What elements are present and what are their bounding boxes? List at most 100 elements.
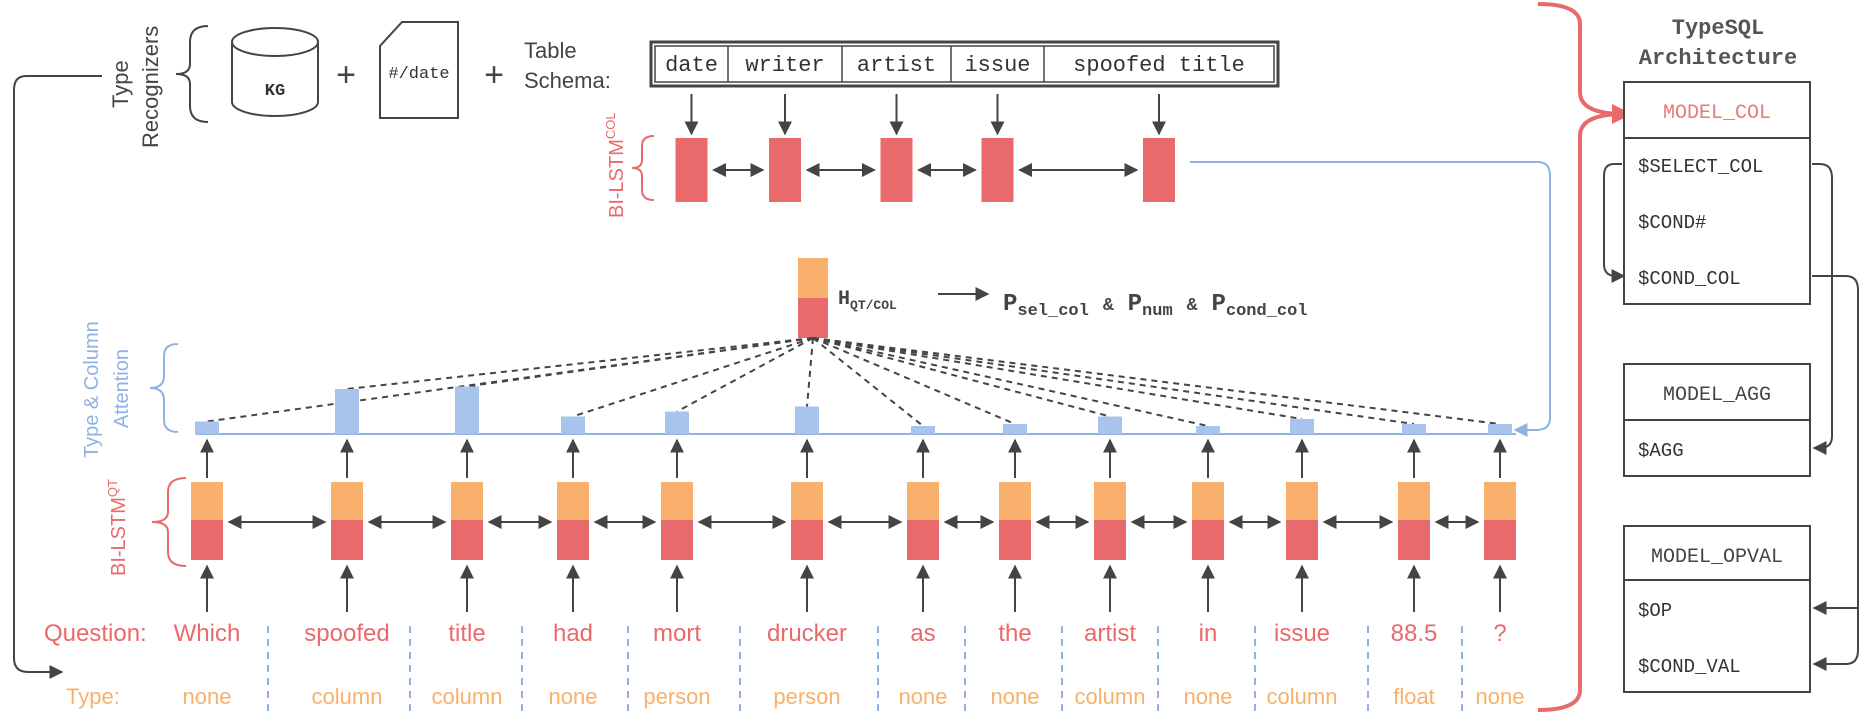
- p-num-sub: num: [1142, 302, 1173, 321]
- question-word: the: [998, 620, 1031, 647]
- bilstm-col-sup: COL: [603, 112, 618, 139]
- p-sel-col-base: P: [1003, 291, 1017, 318]
- model-agg-header: MODEL_AGG: [1663, 384, 1771, 407]
- question-word: drucker: [767, 620, 847, 647]
- question-word: spoofed: [304, 620, 389, 647]
- amp-2: &: [1187, 296, 1198, 316]
- architecture-title-line1: TypeSQL: [1672, 16, 1764, 41]
- token-type: column: [1075, 684, 1146, 709]
- model-col-box: MODEL_COL $SELECT_COL $COND# $COND_COL: [1623, 81, 1811, 305]
- bilstm-qt-cell-top: [1286, 482, 1318, 522]
- attention-bar: [1098, 416, 1122, 434]
- attention-dashed-line: [812, 337, 924, 427]
- bilstm-qt-cell-top: [331, 482, 363, 522]
- bilstm-col-cell: [675, 138, 708, 202]
- attention-bar: [1488, 424, 1512, 434]
- token-type: none: [549, 684, 598, 709]
- bilstm-qt-cell-top: [1192, 482, 1224, 522]
- bilstm-qt-cell-top: [907, 482, 939, 522]
- schema-table: [649, 40, 1280, 88]
- bilstm-qt-cell-bottom: [557, 520, 589, 560]
- question-label: Question:: [44, 620, 147, 647]
- model-col-header: MODEL_COL: [1663, 102, 1771, 125]
- model-opval-header: MODEL_OPVAL: [1651, 546, 1783, 569]
- question-word: Which: [174, 620, 241, 647]
- bilstm-col-base: BI-LSTM: [606, 139, 628, 218]
- h-base: H: [838, 288, 850, 311]
- attention-dashed-lines: [206, 337, 1501, 427]
- bilstm-qt-cell-bottom: [999, 520, 1031, 560]
- attention-dashed-line: [806, 337, 814, 407]
- attention-bar: [911, 426, 935, 434]
- token-type: person: [643, 684, 710, 709]
- question-word: as: [910, 620, 935, 647]
- bilstm-qt-cell-bottom: [1094, 520, 1126, 560]
- bilstm-qt-cell-top: [191, 482, 223, 522]
- bilstm-col-cell: [981, 138, 1014, 202]
- attention-label-line1: Type & Column: [81, 321, 103, 458]
- bilstm-col-cell: [880, 138, 913, 202]
- bilstm-qt-brace: [151, 477, 187, 567]
- token-type: none: [1476, 684, 1525, 709]
- token-type: column: [432, 684, 503, 709]
- date-document-label: #/date: [388, 65, 449, 84]
- attention-label-line2: Attention: [111, 349, 133, 428]
- select-to-cond-col-arrow: [1603, 163, 1626, 283]
- attention-bar: [1003, 424, 1027, 434]
- bilstm-col-cell: [1143, 138, 1175, 202]
- schema-column-writer: writer: [745, 53, 824, 78]
- token-type: person: [773, 684, 840, 709]
- bilstm-qt-cell-bottom: [1286, 520, 1318, 560]
- bilstm-qt-cell-bottom: [1192, 520, 1224, 560]
- kg-label: KG: [265, 82, 285, 101]
- attention-dashed-line: [812, 337, 1415, 425]
- cond-num-item: $COND#: [1638, 212, 1706, 234]
- cond-col-to-opval-arrow: [1812, 275, 1859, 671]
- bilstm-qt-cell-top: [791, 482, 823, 522]
- question-word: 88.5: [1391, 620, 1438, 647]
- bilstm-qt-cell-bottom: [791, 520, 823, 560]
- attention-dashed-line: [676, 337, 814, 413]
- col-to-attention-line: [1190, 161, 1551, 437]
- bilstm-qt-cell-top: [661, 482, 693, 522]
- question-word: artist: [1084, 620, 1136, 647]
- bilstm-qt-cell-top: [1484, 482, 1516, 522]
- schema-column-artist: artist: [857, 53, 936, 78]
- attention-dashed-line: [812, 337, 1111, 418]
- bilstm-qt-cell-bottom: [661, 520, 693, 560]
- attention-dashed-line: [466, 337, 814, 388]
- attention-bar: [795, 406, 819, 434]
- question-word: ?: [1493, 620, 1506, 647]
- type-recognizer-feedback-arrow: [13, 75, 102, 679]
- bilstm-qt-cell-bottom: [907, 520, 939, 560]
- attention-brace: [149, 343, 179, 433]
- bilstm-qt-cells: [191, 438, 1516, 612]
- type-label: Type:: [66, 684, 120, 709]
- bilstm-qt-cell-top: [999, 482, 1031, 522]
- type-separators: [267, 626, 1463, 712]
- h-qt-col-label: HQT/COL: [838, 288, 897, 313]
- architecture-title-line2: Architecture: [1639, 46, 1797, 71]
- hidden-state-cell: [798, 258, 828, 338]
- attention-bar: [665, 411, 689, 434]
- token-type: none: [1184, 684, 1233, 709]
- attention-dashed-line: [812, 337, 1501, 425]
- model-opval-box: MODEL_OPVAL $OP $COND_VAL: [1623, 525, 1811, 693]
- bilstm-qt-cell-bottom: [451, 520, 483, 560]
- question-word: title: [448, 620, 485, 647]
- bilstm-col-cell: [769, 138, 801, 202]
- select-col-to-agg-arrow: [1812, 163, 1833, 455]
- token-type: float: [1393, 684, 1435, 709]
- token-type: column: [312, 684, 383, 709]
- cond-val-item: $COND_VAL: [1638, 656, 1741, 678]
- plus-sign-2: +: [484, 56, 504, 94]
- question-word: mort: [653, 620, 701, 647]
- table-schema-label-line2: Schema:: [524, 68, 611, 93]
- schema-column-spoofed-title: spoofed title: [1073, 53, 1245, 78]
- select-col-item: $SELECT_COL: [1638, 156, 1763, 178]
- attention-dashed-line: [812, 337, 1209, 427]
